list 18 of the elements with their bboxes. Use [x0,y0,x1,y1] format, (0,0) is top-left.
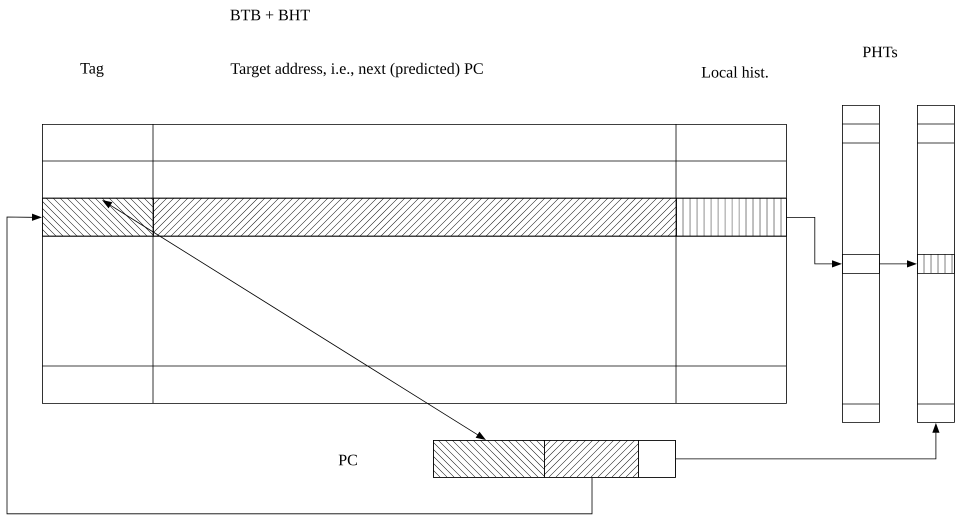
register-field [638,440,676,478]
register-field [433,440,545,478]
column-header: PHTs [862,46,898,58]
hatched-cell [42,198,154,237]
pht-table [842,105,880,423]
pht-table [916,105,955,423]
arrow [6,214,592,514]
title: BTB + BHT [230,10,310,20]
column-header: Target address, i.e., next (predicted) PC [230,62,483,78]
column-header: Tag [80,63,104,77]
hatched-cell [676,198,787,237]
column-header: Local hist. [702,66,768,78]
register-label: PC [338,454,357,466]
table-entry [917,254,955,274]
hatched-cell [153,198,677,237]
register-field [544,440,639,478]
btb-table [42,124,787,404]
table-entry [842,254,880,274]
